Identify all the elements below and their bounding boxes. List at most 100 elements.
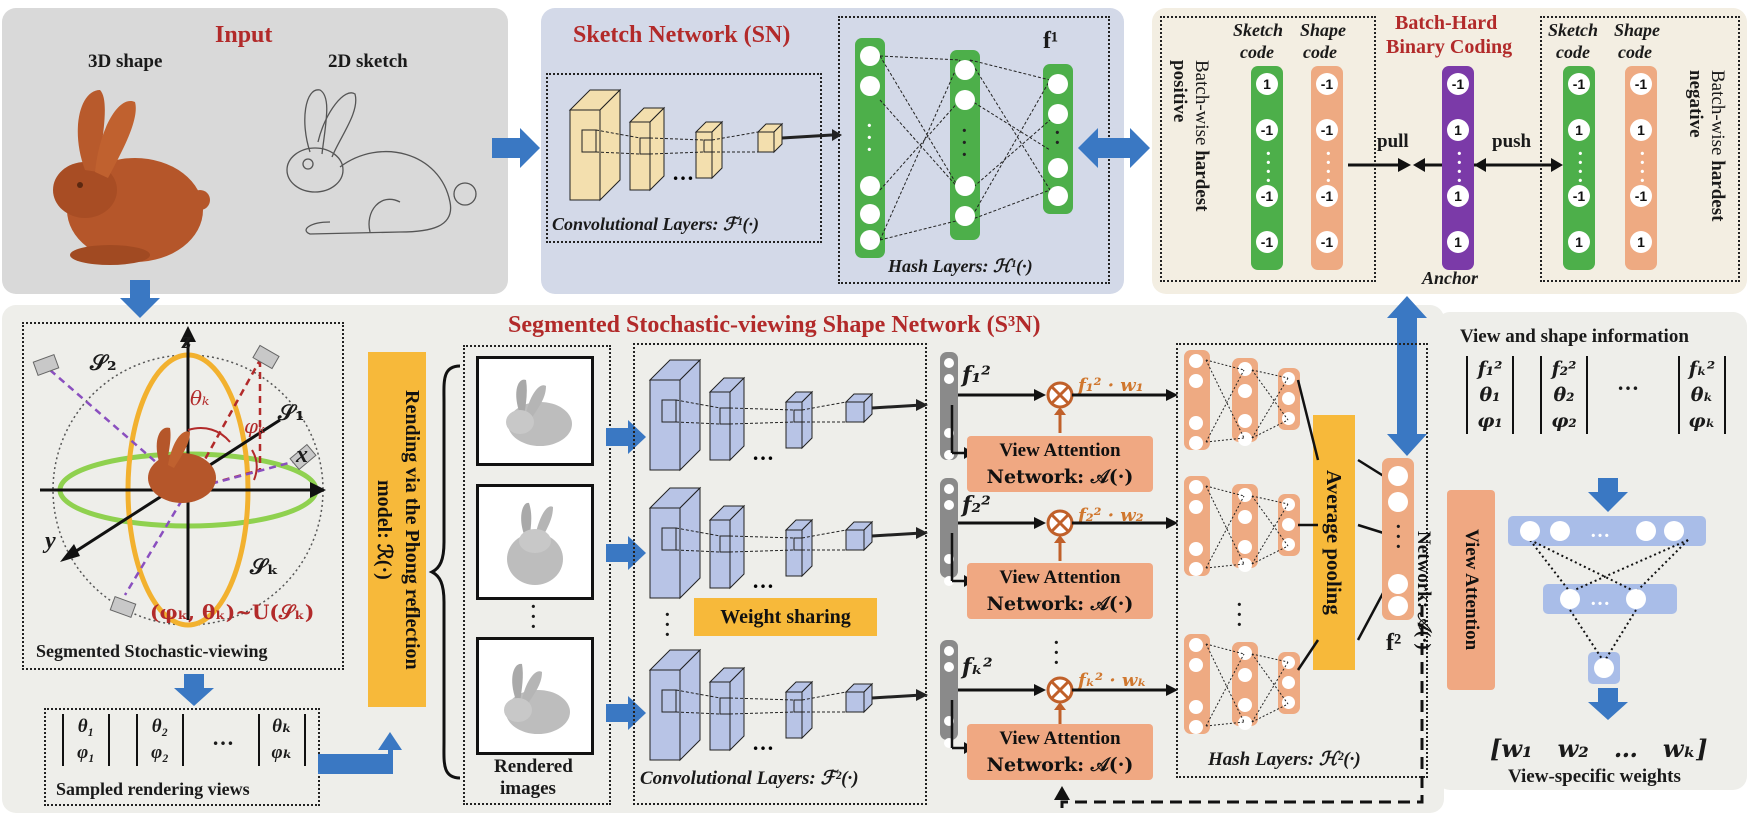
axis-x-label: x — [296, 442, 308, 468]
feature-node — [944, 374, 954, 384]
feature-node — [944, 576, 954, 586]
s3n-hash-label: Hash Layers: ℋ²(·) — [1208, 749, 1361, 770]
vsi-matrix-feature: f₁² — [1477, 358, 1503, 380]
sphere-caption: Segmented Stochastic-viewing — [36, 641, 268, 661]
vsi-down-arrow-1 — [1588, 478, 1628, 512]
rendered-caption-1: Rendered — [494, 756, 573, 777]
hash2-node — [1282, 392, 1295, 405]
bhbc-title-1: Batch-Hard — [1395, 12, 1498, 34]
hash2-node — [1282, 518, 1295, 531]
bhbc-right-block — [1540, 16, 1740, 282]
views-to-render-arrow — [318, 732, 402, 774]
render-brace — [428, 364, 461, 780]
view-phi: φ₂ — [151, 742, 169, 763]
hash2-node — [1189, 436, 1203, 450]
f2-node — [1388, 466, 1408, 486]
s3n-conv-label: Convolutional Layers: ℱ²(·) — [640, 768, 859, 789]
hash2-node — [1238, 540, 1252, 554]
left-shape-code-dots: ···· — [1325, 143, 1332, 192]
sn-node — [955, 90, 975, 110]
hash2-connections — [1205, 359, 1289, 443]
vsi-node — [1550, 521, 1570, 541]
feature-node — [944, 716, 954, 726]
right-sketch-code-label-1: Sketch — [1548, 20, 1599, 40]
bunny-3d-image — [53, 90, 210, 265]
s3n-conv-block — [633, 343, 927, 805]
bhbc-to-f2-arrow — [1387, 296, 1427, 456]
left-sketch-code-label-2: code — [1240, 42, 1274, 62]
hash2-node — [1238, 414, 1252, 428]
vsi-dots: … — [1617, 370, 1639, 395]
feature-node — [944, 484, 954, 494]
hash2-node — [1189, 542, 1203, 556]
vsi-node — [1594, 658, 1614, 678]
vsi-layer-2-dots: … — [1590, 588, 1610, 610]
van-line-1: View Attention — [999, 728, 1121, 749]
view-theta: θ₁ — [77, 716, 95, 737]
push-label: push — [1492, 131, 1532, 152]
rendered-images-block — [463, 345, 611, 805]
hardest-positive-label: Batch-wise hardest positive — [1168, 60, 1212, 260]
hardest-positive-line-2: hardest positive — [1169, 60, 1212, 212]
vsi-van-label: View Attention Network: 𝒜(·) — [1413, 529, 1482, 651]
anchor-code-dots: ···· — [1456, 143, 1463, 192]
hash2-vertical-dots: ··· — [1236, 594, 1243, 636]
vsi-down-arrow-2 — [1588, 688, 1628, 720]
feedback-dashed-arrow — [1054, 596, 1424, 808]
vsi-matrix-phi: φₖ — [1688, 410, 1716, 432]
average-pooling-label: Average pooling — [1322, 470, 1346, 615]
hardest-negative-line-2: hardest negative — [1685, 70, 1728, 222]
left-sketch-code-dots: ···· — [1265, 143, 1272, 192]
right-shape-code-value: -1 — [1630, 73, 1652, 95]
vsi-layer-1-dots: … — [1590, 520, 1610, 542]
f2-dots: ··· — [1395, 516, 1402, 557]
input-title: Input — [215, 22, 273, 48]
sn-node — [860, 46, 880, 66]
right-sketch-code-value: -1 — [1568, 73, 1590, 95]
van-line-2: Network: 𝒜(·) — [986, 466, 1134, 488]
gray-bunny-1 — [506, 379, 572, 446]
views-caption: Sampled rendering views — [56, 779, 250, 799]
hardest-positive-line-1: Batch-wise — [1191, 60, 1212, 146]
feature-label: fₖ² — [962, 654, 993, 680]
conv-vertical-dots: ··· — [664, 604, 671, 646]
gray-bunny-k — [504, 663, 570, 734]
hash2-node — [1238, 558, 1252, 572]
feature-node — [944, 738, 954, 748]
hash2-node — [1189, 700, 1203, 714]
pull-label: pull — [1377, 131, 1409, 152]
sn-node — [860, 204, 880, 224]
hash2-node — [1189, 374, 1203, 388]
right-shape-code-label-1: Shape — [1614, 20, 1661, 40]
feature-node — [944, 500, 954, 510]
right-shape-code-value: -1 — [1630, 185, 1652, 207]
feature-label: f₂² — [962, 492, 991, 518]
vsi-node — [1636, 521, 1656, 541]
left-sketch-code-value: -1 — [1256, 231, 1278, 253]
weight-sharing-box: Weight sharing — [694, 598, 877, 636]
phi-k-label: φₖ — [244, 414, 266, 438]
feature-node — [944, 554, 954, 564]
sn-node — [955, 60, 975, 80]
van-line-1: View Attention — [999, 440, 1121, 461]
weight-sharing-label: Weight sharing — [720, 606, 851, 628]
vsi-matrix-phi: φ₁ — [1477, 410, 1503, 432]
hash2-node — [1238, 488, 1252, 502]
axis-y-label: y — [45, 528, 56, 554]
render-label: Rending via the Phong reflection model: … — [373, 389, 423, 670]
hash2-node — [1238, 362, 1252, 376]
vsi-matrix-theta: θ₂ — [1553, 384, 1575, 406]
right-sketch-code-dots: ···· — [1577, 143, 1584, 192]
f2-node — [1388, 574, 1408, 594]
vsi-weights: [w₁ w₂ … wₖ] — [1490, 734, 1708, 763]
shape-label: 3D shape — [88, 51, 163, 72]
f2-label: f² — [1386, 630, 1402, 656]
vsi-matrix-theta: θₖ — [1690, 384, 1714, 406]
multiply-icon — [950, 381, 1178, 459]
vsi-matrix-phi: φ₂ — [1551, 410, 1577, 432]
sn-node — [860, 176, 880, 196]
vsi-van-box: View Attention Network: 𝒜(·) — [1413, 490, 1495, 690]
